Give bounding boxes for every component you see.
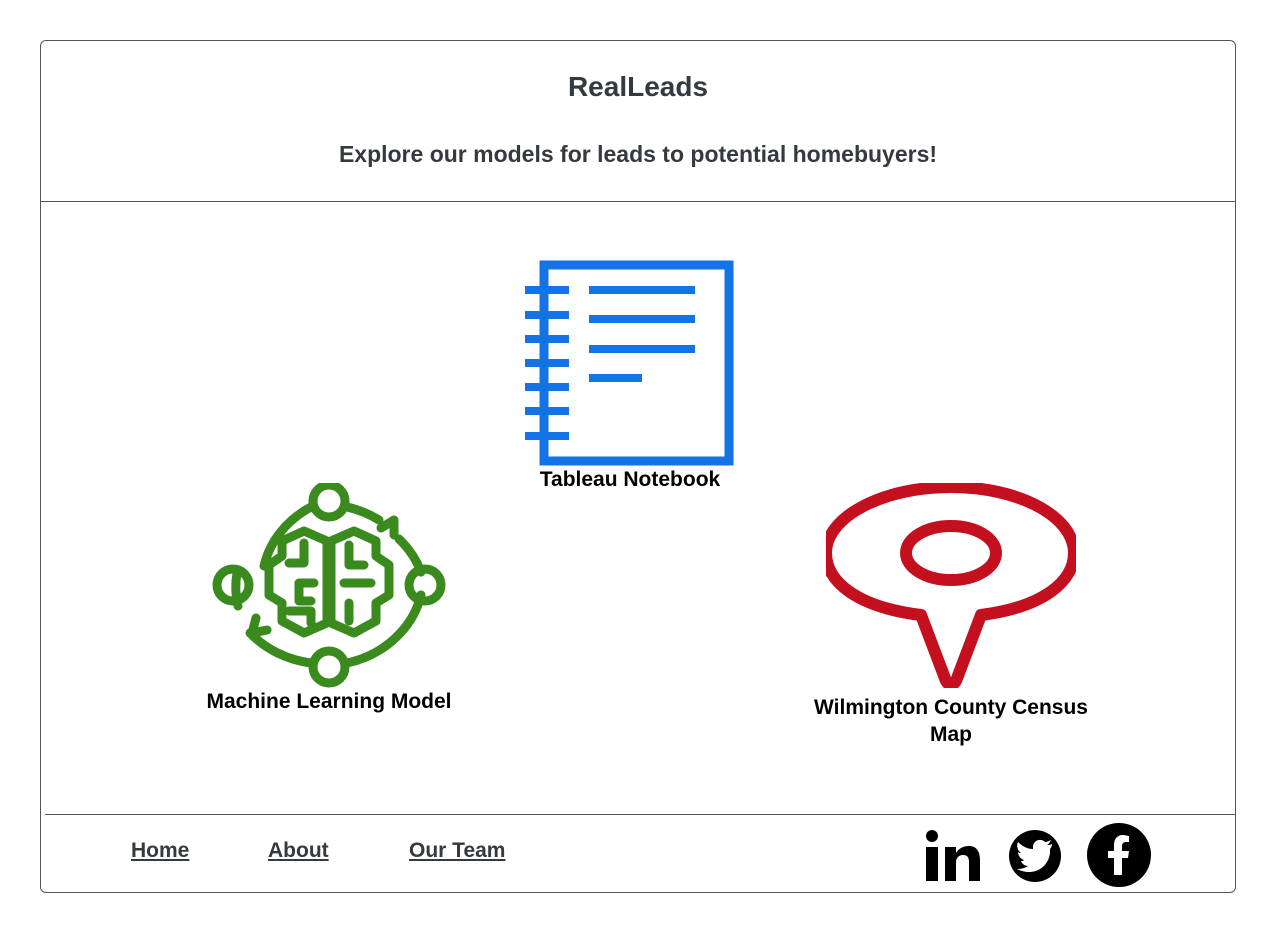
page-header: RealLeads Explore our models for leads t…: [41, 41, 1235, 202]
notebook-icon: [525, 260, 734, 466]
page-title: RealLeads: [567, 71, 709, 102]
facebook-icon[interactable]: [1087, 823, 1151, 887]
tableau-notebook-label: Tableau Notebook: [539, 468, 721, 491]
census-map-label: Wilmington County Census Map: [814, 696, 1088, 746]
tableau-notebook-link[interactable]: Tableau Notebook: [523, 260, 737, 493]
footer-divider: [45, 814, 1235, 815]
nav-our-team-link[interactable]: Our Team: [409, 839, 506, 862]
map-pin-icon: [826, 483, 1076, 688]
main-card: RealLeads Explore our models for leads t…: [40, 40, 1236, 893]
nav-about-link[interactable]: About: [268, 839, 329, 862]
page-subtitle: Explore our models for leads to potentia…: [338, 141, 938, 167]
machine-learning-model-link[interactable]: Machine Learning Model: [189, 483, 469, 715]
nav-home-link[interactable]: Home: [131, 839, 190, 862]
twitter-icon[interactable]: [1008, 829, 1062, 883]
machine-learning-model-label: Machine Learning Model: [206, 690, 452, 713]
census-map-link[interactable]: Wilmington County Census Map: [801, 483, 1101, 748]
linkedin-icon[interactable]: [925, 829, 981, 883]
brain-cycle-icon: [212, 483, 446, 688]
